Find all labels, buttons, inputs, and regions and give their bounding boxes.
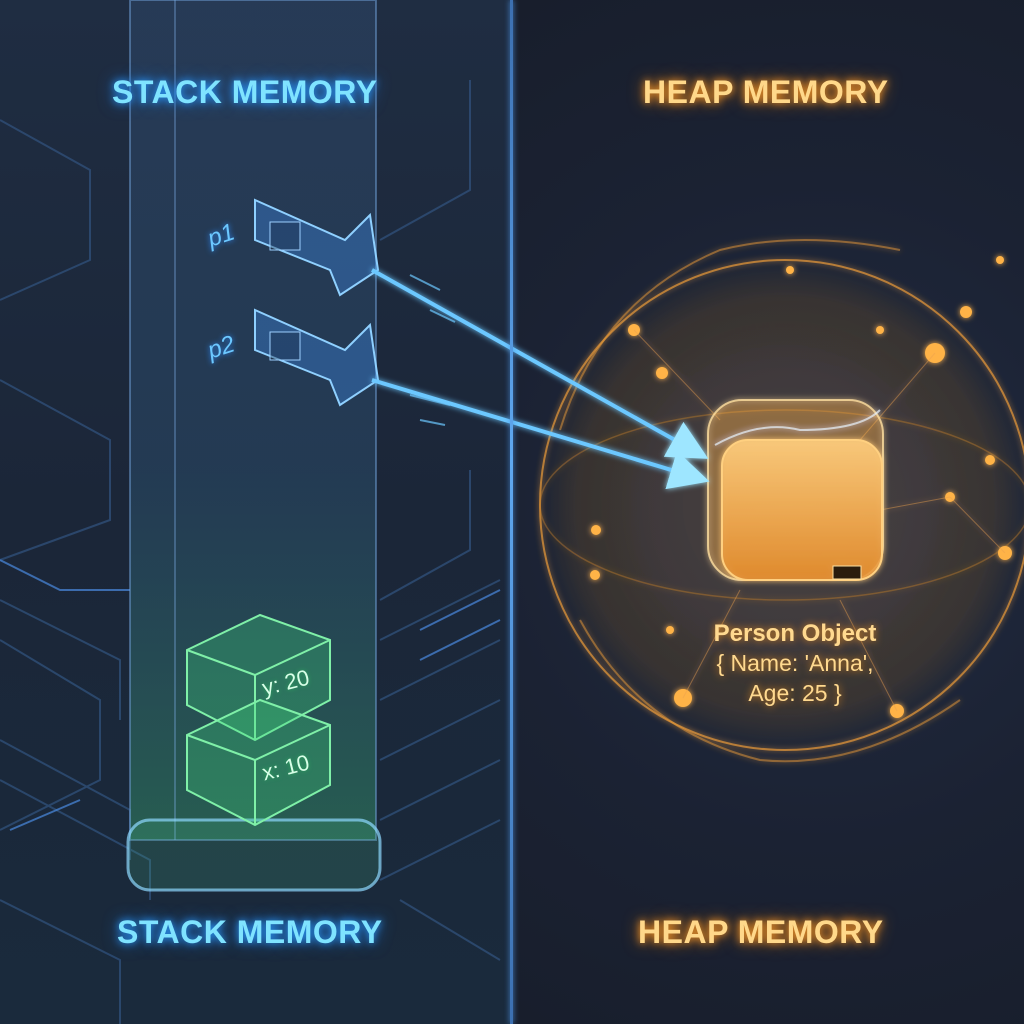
person-object-shape [707,399,884,581]
object-title: Person Object [713,620,877,647]
pointer-p2-shape [254,308,380,407]
stack-title-bottom: STACK MEMORY [117,914,383,950]
circuit-traces [0,80,501,1024]
pointer-arrows [371,268,710,490]
heap-title-bottom: HEAP MEMORY [638,914,884,950]
pointer-p1-shape [254,198,380,297]
person-object-label: Person Object { Name: 'Anna', Age: 25 } [645,620,945,708]
heap-title-top: HEAP MEMORY [643,74,889,110]
object-fields: { Name: 'Anna', Age: 25 } [645,648,945,708]
value-box-y [186,613,331,742]
panel-divider [510,0,513,1024]
stack-title-top: STACK MEMORY [112,74,378,110]
object-field-age: Age: 25 } [748,680,842,706]
value-box-x [186,698,331,827]
stack-column [126,0,382,892]
object-field-name: { Name: 'Anna', [716,650,874,676]
